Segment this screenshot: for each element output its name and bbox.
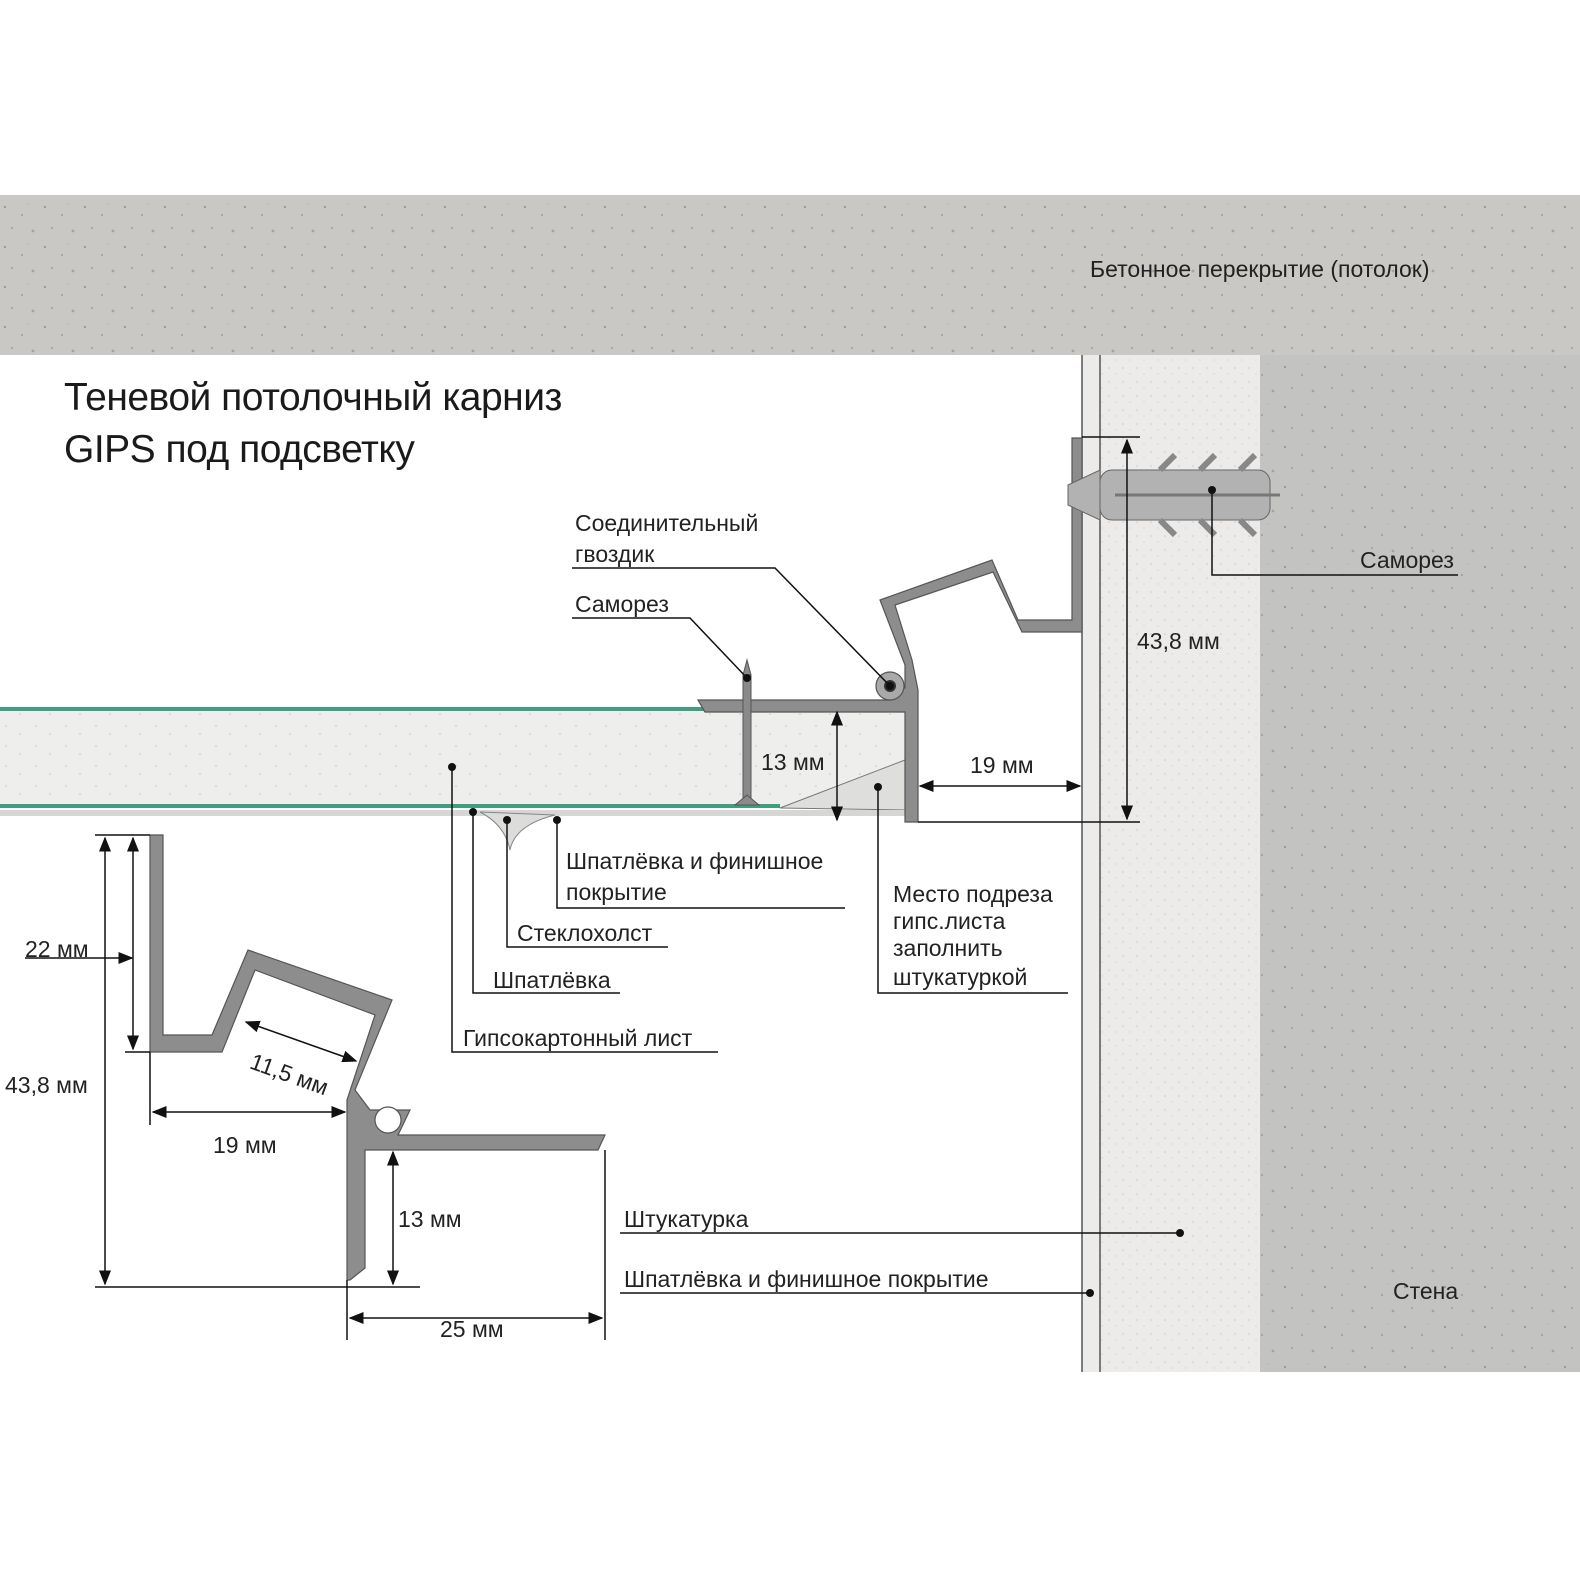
dim-install-gap: 19 мм [970, 752, 1034, 778]
label-drywall: Гипсокартонный лист [463, 1025, 693, 1051]
concrete-wall [1260, 355, 1580, 1372]
label-cut-4: штукатуркой [893, 964, 1028, 990]
dim-install-height: 43,8 мм [1137, 628, 1220, 654]
label-connector-nail-1: Соединительный [575, 510, 759, 536]
label-ceiling: Бетонное перекрытие (потолок) [1090, 256, 1430, 282]
dimension-lines [25, 436, 1140, 1340]
label-cut-2: гипс.листа [893, 908, 1006, 934]
drywall-board [0, 707, 915, 851]
dim-install-board: 13 мм [761, 749, 825, 775]
screw-board [733, 658, 761, 806]
concrete-ceiling [0, 195, 1580, 355]
label-putty: Шпатлёвка [493, 967, 611, 993]
label-wall-putty-finish: Шпатлёвка и финишное покрытие [624, 1266, 989, 1292]
dim-profile-22: 22 мм [25, 936, 89, 962]
leader-lines [451, 490, 1458, 1294]
label-wall: Стена [1393, 1278, 1459, 1304]
dim-profile-19: 19 мм [213, 1132, 277, 1158]
wall-dowel [1067, 452, 1280, 538]
title-line-2: GIPS под подсветку [64, 428, 415, 471]
title-line-1: Теневой потолочный карниз [64, 376, 562, 419]
leader-dots [448, 486, 1216, 1297]
label-screw-left: Саморез [575, 591, 669, 617]
dim-profile-25: 25 мм [440, 1316, 504, 1342]
profile-cross-section [149, 834, 606, 1281]
wall-plaster [1081, 355, 1260, 1372]
label-connector-nail-2: гвоздик [575, 541, 655, 567]
dim-profile-13: 13 мм [398, 1206, 462, 1232]
label-putty-finish-2: покрытие [566, 879, 667, 905]
label-cut-1: Место подреза [893, 881, 1053, 907]
label-putty-finish-1: Шпатлёвка и финишное [566, 848, 824, 874]
label-screw-right: Саморез [1360, 547, 1454, 573]
label-cut-3: заполнить [893, 935, 1003, 961]
label-plaster: Штукатурка [624, 1206, 749, 1232]
dim-profile-height: 43,8 мм [5, 1072, 88, 1098]
label-fiberglass: Стеклохолст [517, 920, 653, 946]
